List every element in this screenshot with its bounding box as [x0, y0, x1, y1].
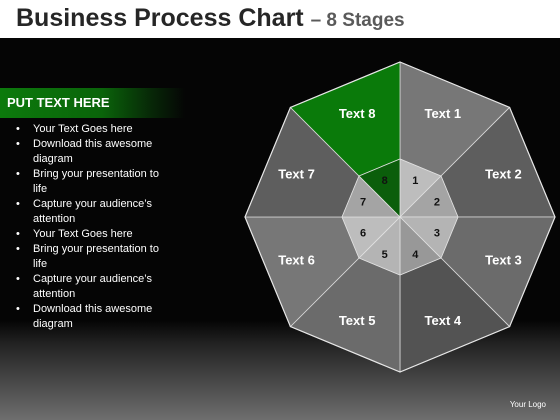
- segment-4: Text 4 4: [399, 216, 511, 373]
- segment-label: Text 1: [425, 106, 462, 121]
- bullet-item: Your Text Goes here: [14, 122, 174, 137]
- segment-label: Text 2: [485, 167, 522, 182]
- bullet-item: Capture your audience’s attention: [14, 272, 174, 302]
- segment-2: Text 2 2: [399, 106, 556, 218]
- segment-8: Text 8 8: [289, 61, 401, 218]
- bullet-item: Capture your audience’s attention: [14, 197, 174, 227]
- segment-number: 1: [412, 175, 418, 187]
- bullet-item: Your Text Goes here: [14, 227, 174, 242]
- segment-label: Text 5: [339, 313, 376, 328]
- octagon-outline: [244, 61, 556, 373]
- bullet-item: Bring your presentation to life: [14, 242, 174, 272]
- bullet-item: Bring your presentation to life: [14, 167, 174, 197]
- bullet-list: Your Text Goes here Download this awesom…: [14, 122, 174, 332]
- segment-label: Text 4: [425, 313, 462, 328]
- segment-label: Text 8: [339, 106, 376, 121]
- segment-inner-wedge: [358, 158, 401, 218]
- segment-number: 2: [434, 197, 440, 209]
- segment-number: 7: [360, 197, 366, 209]
- logo-text: Your Logo: [509, 400, 546, 409]
- page-title: Business Process Chart – 8 Stages: [16, 4, 405, 33]
- bullet-item: Download this awesome diagram: [14, 302, 174, 332]
- bullet-item: Download this awesome diagram: [14, 137, 174, 167]
- segment-number: 5: [382, 249, 388, 261]
- segment-label: Text 3: [485, 252, 522, 267]
- segment-label: Text 7: [278, 167, 315, 182]
- title-bar: Business Process Chart – 8 Stages: [0, 0, 560, 38]
- panel-header: PUT TEXT HERE: [7, 95, 110, 110]
- title-subtitle: – 8 Stages: [310, 10, 405, 31]
- segment-3: Text 3 3: [399, 216, 556, 328]
- segment-number: 3: [434, 227, 440, 239]
- segment-number: 4: [412, 249, 419, 261]
- segment-label: Text 6: [278, 252, 315, 267]
- segment-number: 8: [382, 175, 388, 187]
- panel-header-band: [0, 88, 185, 118]
- title-main: Business Process Chart: [16, 4, 304, 32]
- segment-number: 6: [360, 227, 366, 239]
